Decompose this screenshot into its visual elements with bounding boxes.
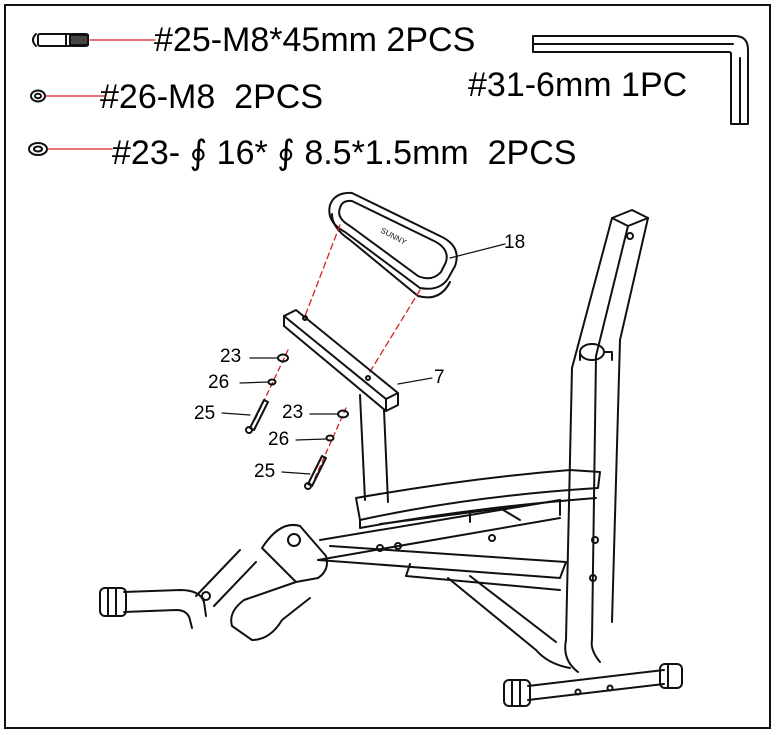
callout-18: 18: [504, 232, 526, 253]
parts-item-31: #31-6mm 1PC: [468, 66, 688, 104]
callout-7: 7: [434, 367, 445, 388]
seat-part: [355, 469, 601, 529]
allen-key-icon: [532, 35, 749, 125]
washer-icon: [28, 142, 48, 156]
leg-roller-part: [99, 587, 207, 629]
parts-item-23: #23- ∮ 16* ∮ 8.5*1.5mm 2PCS: [112, 134, 577, 172]
callout-26-right: 26: [268, 429, 290, 450]
bolt-icon: [32, 33, 89, 47]
front-base-part: [503, 663, 683, 707]
frame-rails-part: [317, 499, 567, 591]
parts-item-26: #26-M8 2PCS: [100, 78, 323, 116]
bracket-part: [283, 309, 399, 503]
callout-23-right: 23: [282, 402, 304, 423]
callout-23-left: 23: [220, 346, 242, 367]
parts-item-25: #25-M8*45mm 2PCS: [154, 21, 476, 59]
callout-25-right: 25: [254, 461, 276, 482]
callout-26-left: 26: [208, 372, 230, 393]
callout-25-left: 25: [194, 403, 216, 424]
upright-post-part: [564, 209, 649, 673]
back-pad-part: SUNNY: [328, 191, 458, 299]
rear-leg-part: [447, 575, 571, 669]
leg-attachment-part: [195, 524, 328, 641]
svg-text:SUNNY: SUNNY: [379, 226, 409, 247]
diagram-frame: [4, 4, 771, 729]
nut-icon: [30, 89, 46, 103]
